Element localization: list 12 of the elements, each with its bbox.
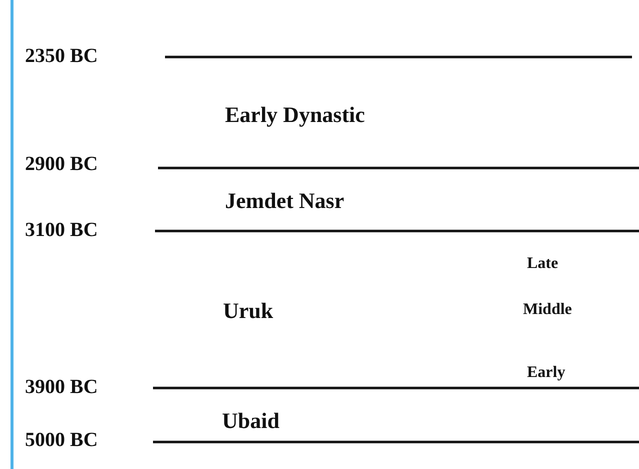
- date-label: 5000 BC: [25, 430, 98, 450]
- period-label: Uruk: [223, 300, 274, 322]
- period-label: Ubaid: [222, 410, 280, 432]
- phase-label: Early: [527, 365, 566, 381]
- date-label: 2900 BC: [25, 154, 98, 174]
- phase-label: Middle: [523, 302, 572, 318]
- period-label: Early Dynastic: [225, 104, 365, 126]
- period-label: Jemdet Nasr: [225, 190, 344, 212]
- date-label: 2350 BC: [25, 46, 98, 66]
- date-label: 3900 BC: [25, 377, 98, 397]
- phase-label: Late: [527, 256, 558, 272]
- date-label: 3100 BC: [25, 220, 98, 240]
